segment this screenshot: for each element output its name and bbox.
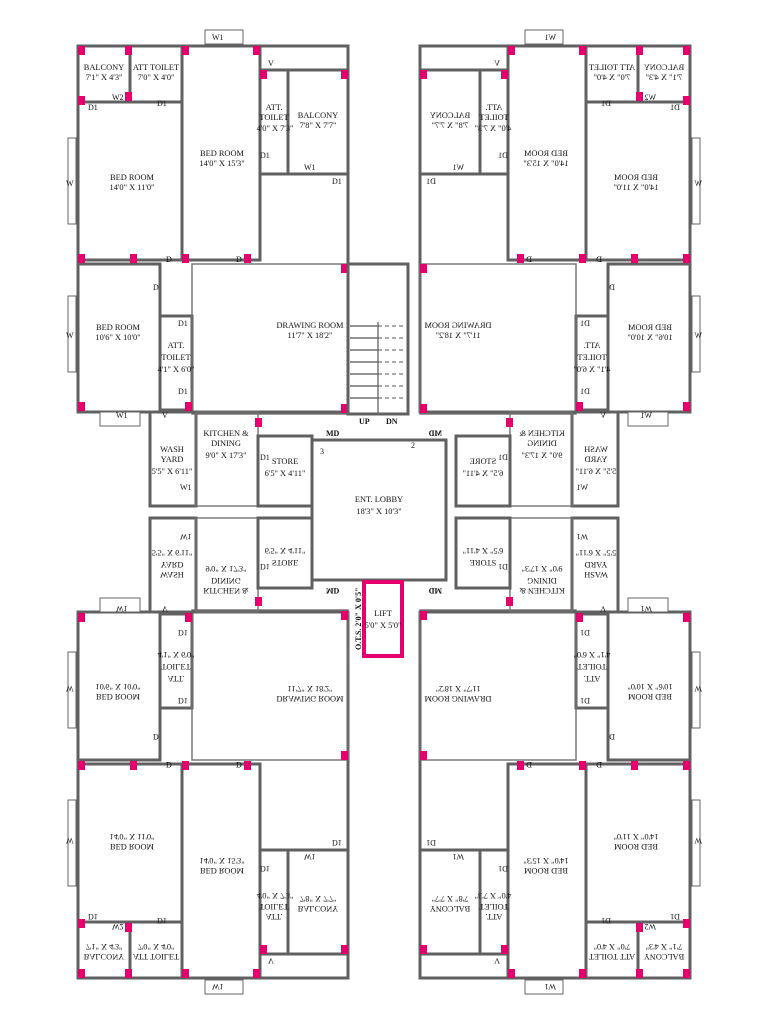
column bbox=[244, 254, 251, 263]
stair-treads bbox=[350, 325, 406, 399]
att-toilet-label: ATT. bbox=[168, 341, 185, 350]
lift-dim: 5'0" X 5'0" bbox=[365, 621, 402, 630]
window bbox=[204, 29, 244, 45]
column bbox=[182, 254, 189, 263]
window-tag: W1 bbox=[180, 483, 192, 492]
stair-up-label: UP bbox=[359, 417, 370, 426]
bed-room-label: BED ROOM bbox=[200, 149, 245, 158]
store-dim: 6'5" X 4'11" bbox=[265, 469, 306, 478]
door-tag: D1 bbox=[260, 453, 270, 462]
door-tag: D1 bbox=[88, 103, 98, 112]
drawing-room-label: DRAWING ROOM bbox=[276, 321, 344, 330]
wash-yard-dim: 5'5" X 6'11" bbox=[152, 467, 193, 476]
att-toilet-label: TOILET bbox=[161, 353, 190, 362]
flat-number-label: 3 bbox=[320, 447, 324, 456]
column bbox=[253, 46, 260, 55]
kitchen-label: DINING bbox=[211, 439, 241, 448]
wash-yard-label: YARD bbox=[161, 455, 184, 464]
window bbox=[67, 295, 77, 373]
ventilator-tag: V bbox=[268, 59, 274, 68]
balcony-label: BALCONY bbox=[84, 63, 124, 72]
window-tag: W bbox=[66, 179, 74, 188]
kitchen-label: KITCHEN & bbox=[203, 429, 249, 438]
door-tag: D1 bbox=[332, 177, 342, 186]
column bbox=[130, 254, 137, 263]
door-tag: D1 bbox=[260, 151, 270, 160]
column bbox=[341, 264, 348, 273]
att-toilet-dim: 4'1" X 6'0" bbox=[158, 365, 195, 374]
ots-label: O.T.S. 2'0" X 0'5" bbox=[354, 587, 363, 650]
window-tag: W1 bbox=[116, 411, 128, 420]
column bbox=[125, 46, 132, 55]
ventilator-tag: V bbox=[162, 411, 168, 420]
balcony-label: BALCONY bbox=[298, 111, 338, 120]
bed-room-label: BED ROOM bbox=[96, 323, 141, 332]
window bbox=[67, 137, 77, 225]
lobby-dim: 18'3" X 10'3" bbox=[356, 507, 401, 516]
bed-room-dim: 10'6" X 10'0" bbox=[95, 333, 140, 342]
att-toilet-label: ATT TOILET bbox=[133, 63, 179, 72]
door-tag: D bbox=[236, 255, 242, 264]
flat-number-label: 2 bbox=[411, 441, 415, 450]
column bbox=[78, 402, 85, 411]
column bbox=[260, 70, 267, 79]
balcony-dim: 7'1" X 4'3" bbox=[86, 73, 123, 82]
flat-unit-mirror bbox=[64, 516, 350, 996]
column bbox=[125, 92, 132, 101]
att-toilet-label: ATT. bbox=[266, 103, 283, 112]
window bbox=[99, 411, 141, 427]
column bbox=[78, 96, 85, 105]
flat-unit-mirror bbox=[418, 516, 704, 996]
bed-room-label: BED ROOM bbox=[110, 173, 155, 182]
stair-down-label: DN bbox=[386, 417, 398, 426]
column bbox=[341, 70, 348, 79]
bed-room-dim: 14'0" X 11'0" bbox=[110, 183, 155, 192]
column bbox=[185, 402, 192, 411]
wash-yard-label: WASH bbox=[160, 445, 184, 454]
main-door-tag: MD bbox=[326, 429, 340, 438]
window-tag: W bbox=[66, 331, 74, 340]
door-tag: D1 bbox=[178, 319, 188, 328]
lift-shaft bbox=[362, 580, 404, 658]
column bbox=[78, 46, 85, 55]
column bbox=[78, 254, 85, 263]
att-toilet-label: TOILET bbox=[259, 113, 288, 122]
store-label: STORE bbox=[272, 457, 298, 466]
window-tag: W1 bbox=[304, 163, 316, 172]
lift-label: LIFT bbox=[374, 609, 392, 618]
central-core: UP DN 3 2 ENT. LOBBY 18'3" X 10'3" LIFT … bbox=[310, 262, 448, 658]
window-tag: W1 bbox=[212, 33, 224, 42]
column bbox=[182, 46, 189, 55]
att-toilet-dim: 4'0" X 7'3" bbox=[257, 124, 294, 133]
att-toilet-dim: 7'0" X 4'0" bbox=[138, 73, 175, 82]
balcony-room bbox=[286, 68, 350, 176]
column bbox=[341, 404, 348, 413]
window-tag: W2 bbox=[112, 93, 124, 102]
flat-unit-mirror bbox=[418, 28, 704, 508]
bed-room-dim: 14'0" X 15'3" bbox=[199, 159, 244, 168]
door-tag: D bbox=[153, 283, 159, 292]
column bbox=[255, 418, 262, 427]
lobby-label: ENT. LOBBY bbox=[355, 495, 403, 504]
kitchen-dim: 9'0" X 17'3" bbox=[205, 451, 246, 460]
balcony-dim: 7'8" X 7'7" bbox=[300, 121, 337, 130]
door-tag: D1 bbox=[178, 387, 188, 396]
door-tag: D1 bbox=[157, 99, 167, 108]
flat-unit: BALCONY 7'1" X 4'3" ATT TOILET 7'0" X 4'… bbox=[66, 29, 350, 508]
drawing-room-dim: 11'7" X 18'2" bbox=[288, 331, 333, 340]
door-tag: D bbox=[166, 255, 172, 264]
